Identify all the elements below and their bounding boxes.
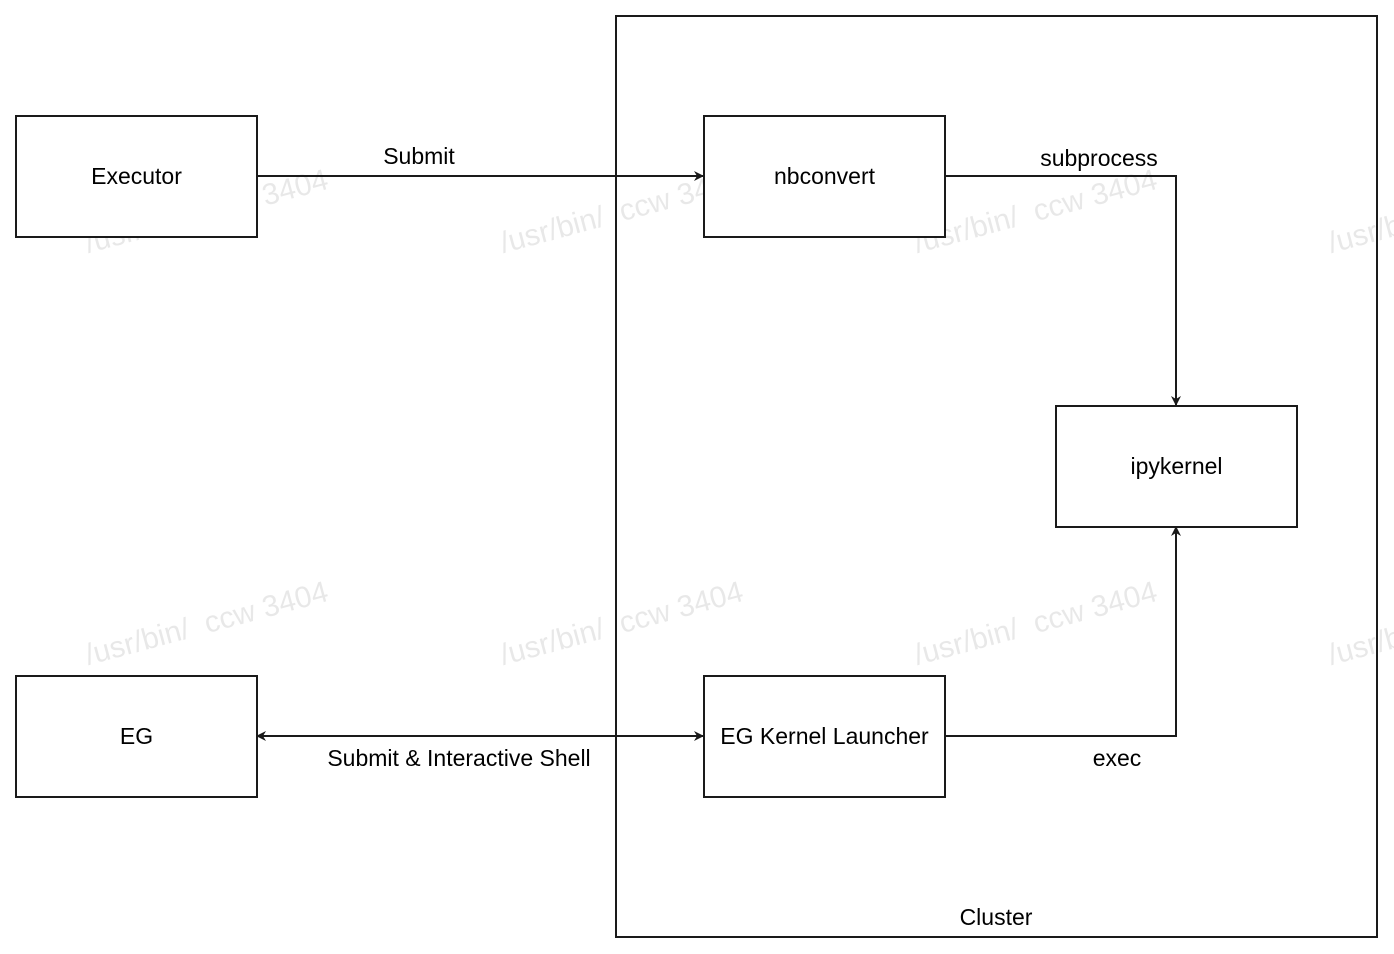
edge-label-submit-interactive-shell: Submit & Interactive Shell xyxy=(327,745,591,771)
edge-label-exec: exec xyxy=(1092,745,1142,771)
edge-label-submit: Submit xyxy=(383,143,455,169)
node-nbconvert: nbconvert xyxy=(703,115,946,238)
cluster-group xyxy=(615,15,1378,938)
cluster-label: Cluster xyxy=(959,904,1033,930)
node-executor: Executor xyxy=(15,115,258,238)
node-eg: EG xyxy=(15,675,258,798)
node-eg-kernel-launcher: EG Kernel Launcher xyxy=(703,675,946,798)
edge-label-subprocess: subprocess xyxy=(1040,145,1158,171)
edge-launcher-to-ipykernel xyxy=(945,526,1181,737)
edge-nbconvert-to-ipykernel xyxy=(945,175,1181,406)
node-ipykernel: ipykernel xyxy=(1055,405,1298,528)
